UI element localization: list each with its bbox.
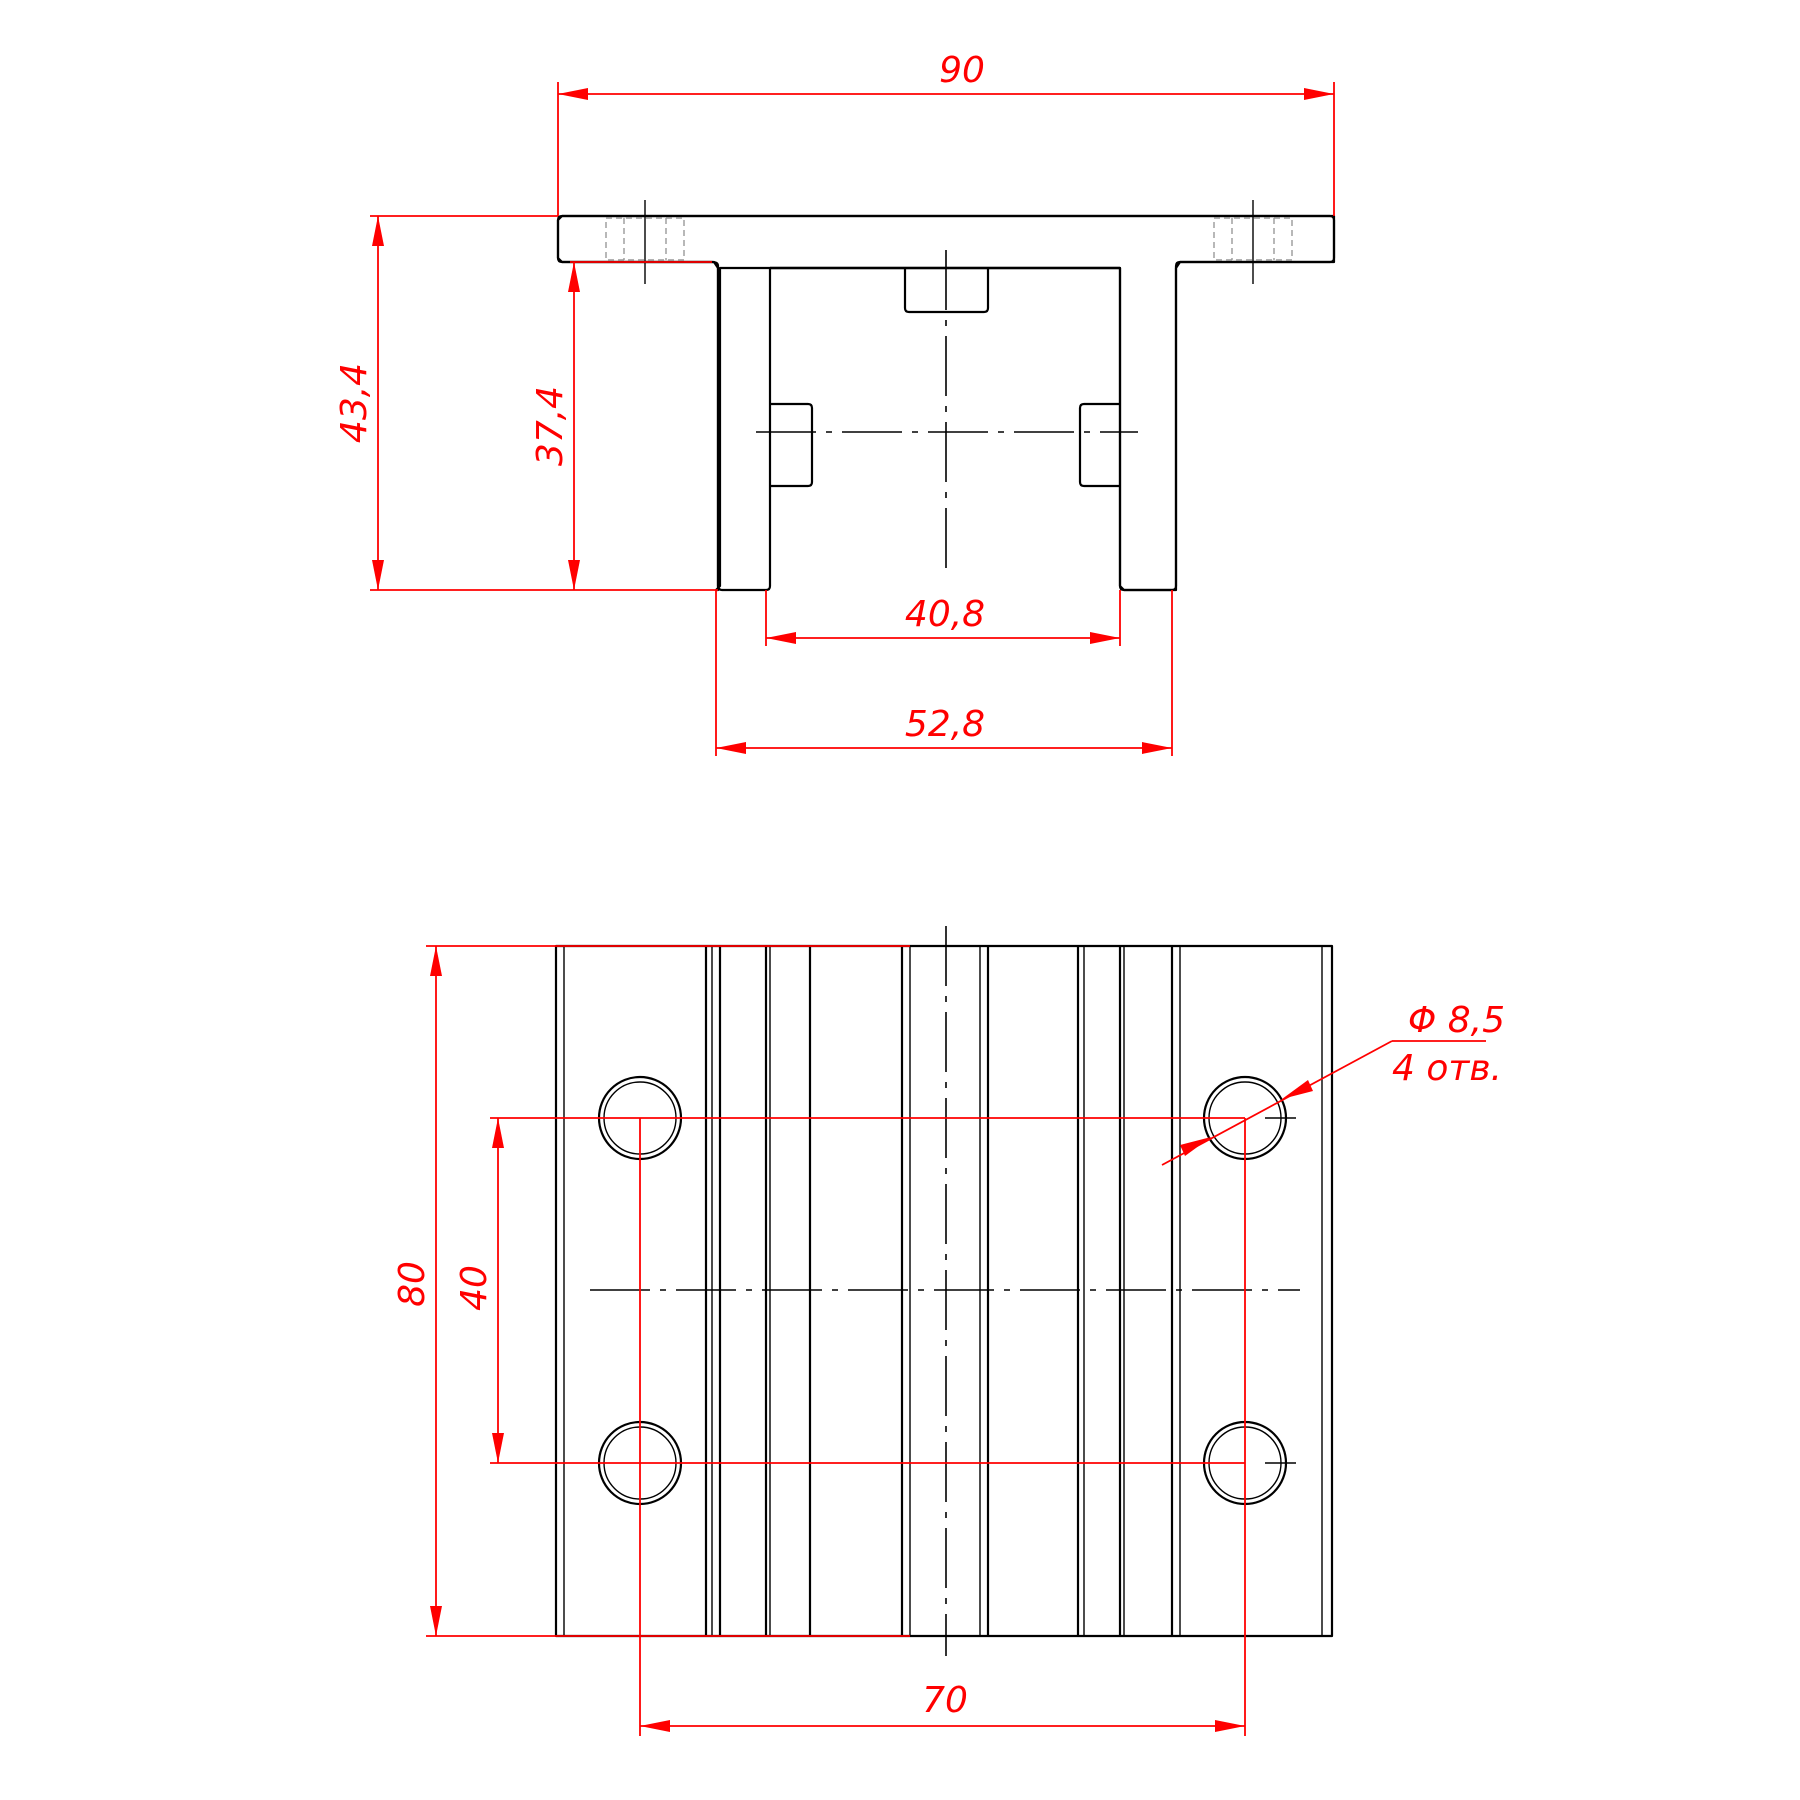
dim-408-arrow-right xyxy=(1090,632,1120,644)
dim-70-arrow-right xyxy=(1215,1720,1245,1732)
hole-callout-diameter: Φ 8,5 xyxy=(1408,1000,1505,1041)
dim-40-label: 40 xyxy=(454,1265,495,1311)
plan-view xyxy=(554,926,1334,1656)
plan-view-outline xyxy=(554,944,1334,1638)
top-view-dimensions: 90 43,4 37,4 40,8 52,8 xyxy=(334,50,1335,756)
hole-callout-arrow-outer xyxy=(1282,1080,1313,1099)
dim-374-label: 37,4 xyxy=(530,386,571,466)
top-view-right-notch xyxy=(1078,402,1120,488)
hole-callout-count: 4 отв. xyxy=(1392,1048,1502,1089)
dim-528-label: 52,8 xyxy=(905,704,985,745)
dim-80-label: 80 xyxy=(392,1261,433,1307)
dim-434-arrow-top xyxy=(372,216,384,246)
dim-80-arrow-bottom xyxy=(430,1606,442,1636)
dim-528-arrow-left xyxy=(716,742,746,754)
dim-40-arrow-top xyxy=(492,1118,504,1148)
dim-70-label: 70 xyxy=(922,1680,968,1721)
top-view-left-notch xyxy=(770,402,814,488)
top-view xyxy=(556,200,1336,592)
dim-40-arrow-bottom xyxy=(492,1433,504,1463)
dim-90-arrow-left xyxy=(558,88,588,100)
top-view-top-notch xyxy=(903,268,990,314)
dim-434-arrow-bottom xyxy=(372,560,384,590)
dim-374-arrow-top xyxy=(568,262,580,292)
top-view-flange xyxy=(562,214,1336,592)
dim-90-label: 90 xyxy=(939,50,985,91)
top-view-left-wall xyxy=(556,214,772,592)
dim-90-arrow-right xyxy=(1304,88,1334,100)
hole-callout-arrow-inner xyxy=(1180,1137,1211,1156)
dim-70-arrow-left xyxy=(640,1720,670,1732)
dim-434-label: 43,4 xyxy=(334,363,375,443)
dim-528-arrow-right xyxy=(1142,742,1172,754)
plan-view-dimensions: 80 40 70 Φ 8,5 4 отв. xyxy=(392,945,1505,1736)
dim-80-arrow-top xyxy=(430,946,442,976)
dim-408-arrow-left xyxy=(766,632,796,644)
dim-374-arrow-bottom xyxy=(568,560,580,590)
dim-408-label: 40,8 xyxy=(905,594,985,635)
